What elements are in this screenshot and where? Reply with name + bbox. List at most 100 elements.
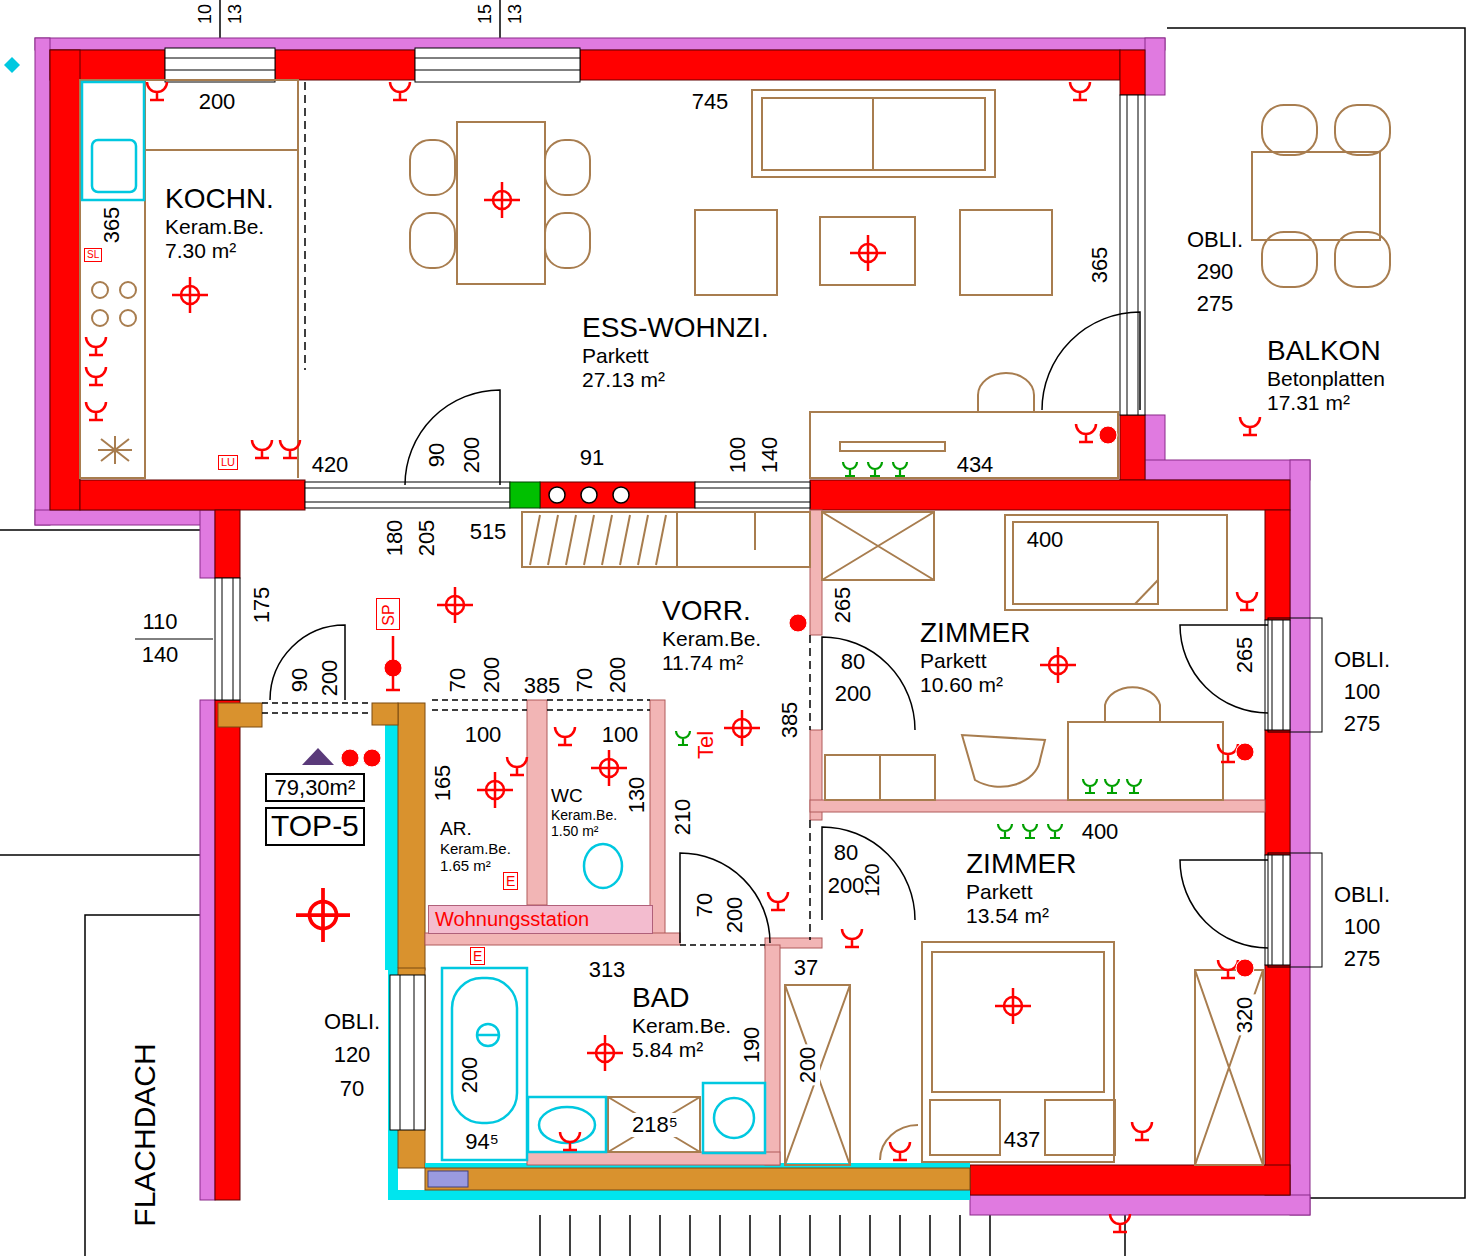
dimension-label: 90	[289, 668, 311, 692]
dimension-label: 165	[432, 765, 454, 802]
electrical-symbol	[768, 892, 788, 910]
furniture	[297, 80, 299, 478]
electrical-symbol	[1099, 426, 1117, 444]
room-area: 7.30 m²	[165, 239, 274, 263]
shaft-wall	[388, 1190, 970, 1200]
bearing-wall	[80, 480, 305, 510]
room-label: AR.Keram.Be.1.65 m²E	[440, 818, 511, 874]
window	[1120, 95, 1145, 415]
furniture	[930, 1100, 1000, 1155]
insulation-layer	[200, 510, 215, 578]
electrical-symbol	[1040, 647, 1076, 683]
dimension-label: 275	[1344, 948, 1381, 970]
furniture	[1252, 152, 1380, 240]
dimension-label: 70	[447, 668, 469, 692]
dimension-label: 515	[470, 521, 507, 543]
window-label: OBLI.	[1187, 229, 1243, 251]
electrical-symbol	[842, 929, 862, 947]
electrical-symbol	[587, 1035, 623, 1071]
shaft-wall	[385, 703, 398, 970]
site-lines	[499, 0, 501, 38]
window	[1127, 95, 1138, 415]
room-label: ESS-WOHNZI.Parkett27.13 m²	[582, 312, 769, 392]
tag-text: SP	[380, 604, 396, 625]
dimension-label: 13	[226, 4, 244, 24]
station-box	[549, 487, 565, 503]
furniture	[120, 310, 136, 326]
dimension-label: 200	[461, 437, 483, 474]
furniture	[960, 210, 1052, 295]
electrical-symbol	[386, 636, 400, 690]
electrical-symbol	[724, 710, 760, 746]
sanitary-fixture	[82, 82, 765, 1160]
room-area: 1.65 m²	[440, 857, 511, 874]
electrical-symbol	[893, 462, 907, 476]
insulation-layer	[970, 1195, 1310, 1215]
furniture	[608, 1097, 700, 1152]
room-name: ZIMMER	[920, 617, 1030, 649]
floor-finish: Keram.Be.	[165, 215, 274, 239]
window	[135, 639, 213, 640]
dimension-label: 100	[1344, 681, 1381, 703]
sanitary-fixture	[477, 1034, 499, 1037]
dimension-label: 420	[312, 454, 349, 476]
door-swing	[680, 853, 770, 943]
electrical-symbol	[341, 749, 359, 767]
electrical-symbol	[998, 824, 1012, 838]
furniture	[98, 436, 132, 464]
furniture	[120, 282, 136, 298]
sanitary-fixture	[584, 844, 622, 888]
dimension-label: 200	[724, 897, 746, 934]
dimension-label: 100	[1344, 916, 1381, 938]
window	[305, 482, 510, 508]
furniture	[1195, 970, 1263, 1165]
electrical-symbol	[507, 757, 527, 775]
electrical-symbol	[1132, 1122, 1152, 1140]
room-name: ZIMMER	[966, 848, 1076, 880]
dimension-label: 120	[862, 863, 882, 896]
electrical-symbol	[890, 1142, 910, 1160]
dimension-label: 385	[524, 675, 561, 697]
station-box	[613, 487, 629, 503]
electrical-symbol	[560, 1132, 580, 1150]
door-swing	[305, 82, 810, 940]
dimension-label: 200	[607, 657, 629, 694]
dimension-label: 70	[574, 668, 596, 692]
electrical-symbol	[1240, 417, 1260, 435]
sanitary-fixture	[452, 978, 517, 1123]
door-swing	[1042, 312, 1140, 410]
window	[1268, 853, 1322, 967]
dimension-label: 120	[334, 1044, 371, 1066]
electrical-symbol	[296, 888, 350, 942]
bearing-wall	[540, 482, 695, 508]
furniture	[1005, 515, 1227, 610]
floor-finish: Parkett	[582, 344, 769, 368]
furniture	[762, 98, 985, 170]
dimension-label: 175	[251, 587, 273, 624]
electrical-symbol	[86, 337, 106, 355]
insulation-layer	[35, 38, 1310, 1215]
dimension-label: 265	[1234, 637, 1256, 674]
electrical-symbol	[302, 748, 334, 765]
electrical-symbol	[280, 440, 300, 458]
tag-text: SL	[87, 250, 99, 260]
shaft-wall	[218, 703, 262, 727]
partition-wall	[425, 933, 680, 945]
room-name: WC	[551, 785, 617, 807]
unit-number: TOP-5	[265, 807, 365, 846]
furniture	[754, 512, 756, 550]
electrical-symbol	[341, 426, 1254, 977]
furniture	[608, 1097, 700, 1152]
furniture	[457, 122, 545, 284]
window	[1272, 620, 1283, 730]
site-lines	[0, 529, 200, 531]
appliance-tag: LU	[218, 455, 238, 470]
electrical-symbol	[477, 772, 513, 808]
room-label: VORR.Keram.Be.11.74 m²SP	[662, 595, 761, 675]
shaft-wall	[372, 703, 398, 725]
floor-finish: Parkett	[920, 649, 1030, 673]
furniture	[978, 373, 1034, 412]
dimension-label: 13	[506, 4, 524, 24]
room-label: BALKONBetonplatten17.31 m²	[1267, 335, 1385, 415]
